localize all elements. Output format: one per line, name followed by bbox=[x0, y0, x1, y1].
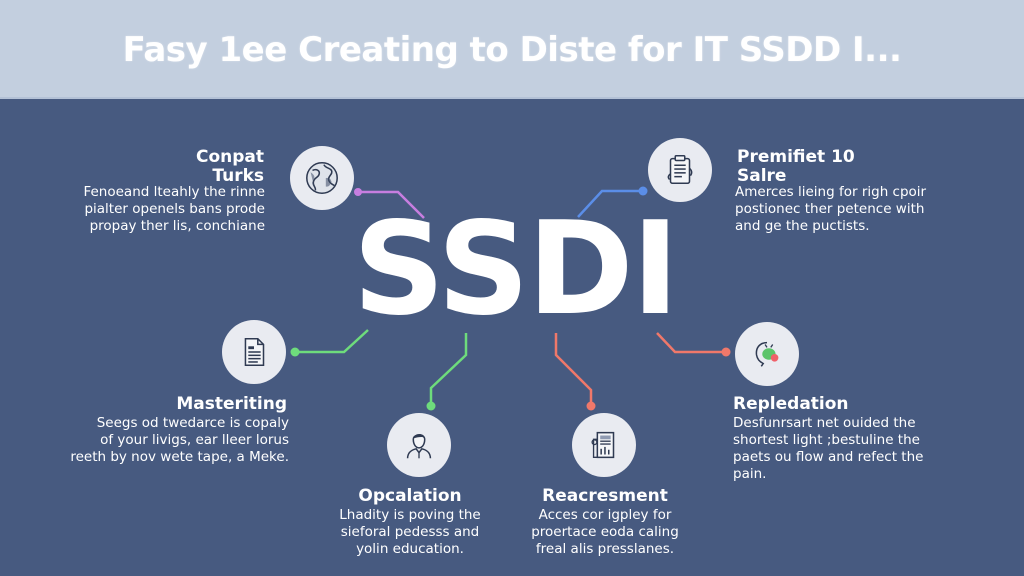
page-title: Fasy 1ee Creating to Diste for IT SSDD I… bbox=[122, 30, 902, 70]
node-desc-premifiet-salre: Amerces lieing for righ cpoir postionec … bbox=[735, 184, 965, 235]
bug-node-circle[interactable] bbox=[735, 322, 799, 386]
document-node-circle[interactable] bbox=[222, 320, 286, 384]
connector-red-bottom bbox=[554, 333, 596, 411]
report-node-circle[interactable] bbox=[572, 413, 636, 477]
node-title-opcalation: Opcalation bbox=[335, 487, 485, 506]
center-acronym: SSDI bbox=[352, 195, 680, 344]
desc-line: pialter openels bans prode bbox=[84, 201, 265, 217]
node-title-line2: Turks bbox=[212, 166, 264, 186]
node-title-line1: Opcalation bbox=[358, 486, 462, 506]
node-title-premifiet-salre: Premifiet 10 Salre bbox=[737, 148, 957, 186]
node-title-line1: Repledation bbox=[733, 394, 849, 414]
desc-line: pain. bbox=[733, 466, 767, 482]
person-node-circle[interactable] bbox=[387, 413, 451, 477]
desc-line: Lhadity is poving the bbox=[339, 507, 481, 523]
desc-line: of your livigs, ear lleer lorus bbox=[100, 432, 289, 448]
header-band: Fasy 1ee Creating to Diste for IT SSDD I… bbox=[0, 0, 1024, 99]
node-desc-conpat-turks: Fenoeand lteahly the rinne pialter opene… bbox=[60, 184, 265, 235]
desc-line: sieforal pedesss and bbox=[340, 524, 480, 540]
desc-line: Fenoeand lteahly the rinne bbox=[83, 184, 265, 200]
node-title-reacresment: Reacresment bbox=[525, 487, 685, 506]
node-title-conpat-turks: Conpat Turks bbox=[120, 148, 264, 186]
node-title-line2: Salre bbox=[737, 166, 787, 186]
node-desc-reacresment: Acces cor igpley for proertace eoda cali… bbox=[525, 507, 685, 558]
node-title-line1: Reacresment bbox=[542, 486, 668, 506]
node-title-line1: Conpat bbox=[195, 147, 264, 167]
connector-green-bottom bbox=[426, 333, 468, 411]
document-icon bbox=[244, 337, 265, 367]
globe-node-circle[interactable] bbox=[290, 146, 354, 210]
person-icon bbox=[406, 433, 432, 459]
desc-line: propay ther lis, conchiane bbox=[89, 218, 265, 234]
desc-line: freal alis presslanes. bbox=[535, 541, 675, 557]
desc-line: proertace eoda caling bbox=[531, 524, 679, 540]
bug-icon bbox=[755, 341, 779, 367]
globe-icon bbox=[306, 162, 338, 194]
desc-line: reeth by nov wete tape, a Meke. bbox=[70, 449, 289, 465]
desc-line: Amerces lieing for righ cpoir bbox=[735, 184, 927, 200]
report-icon bbox=[591, 431, 615, 459]
desc-line: paets ou flow and refect the bbox=[733, 449, 924, 465]
clipboard-node-circle[interactable] bbox=[648, 138, 712, 202]
node-title-repledation: Repledation bbox=[733, 395, 953, 414]
node-desc-opcalation: Lhadity is poving the sieforal pedesss a… bbox=[335, 507, 485, 558]
desc-line: yolin education. bbox=[356, 541, 464, 557]
desc-line: and ge the puctists. bbox=[735, 218, 870, 234]
desc-line: Desfunrsart net ouided the bbox=[733, 415, 916, 431]
desc-line: Acces cor igpley for bbox=[538, 507, 672, 523]
desc-line: postionec ther petence with bbox=[735, 201, 925, 217]
node-title-line1: Premifiet 10 bbox=[737, 147, 855, 167]
node-title-line1: Masteriting bbox=[176, 394, 287, 414]
desc-line: shortest light ;bestuline the bbox=[733, 432, 920, 448]
node-title-masteriting: Masteriting bbox=[120, 395, 287, 414]
desc-line: Seegs od twedarce is copaly bbox=[96, 415, 289, 431]
clipboard-icon bbox=[667, 154, 693, 185]
node-desc-masteriting: Seegs od twedarce is copaly of your livi… bbox=[60, 415, 289, 466]
node-desc-repledation: Desfunrsart net ouided the shortest ligh… bbox=[733, 415, 973, 483]
